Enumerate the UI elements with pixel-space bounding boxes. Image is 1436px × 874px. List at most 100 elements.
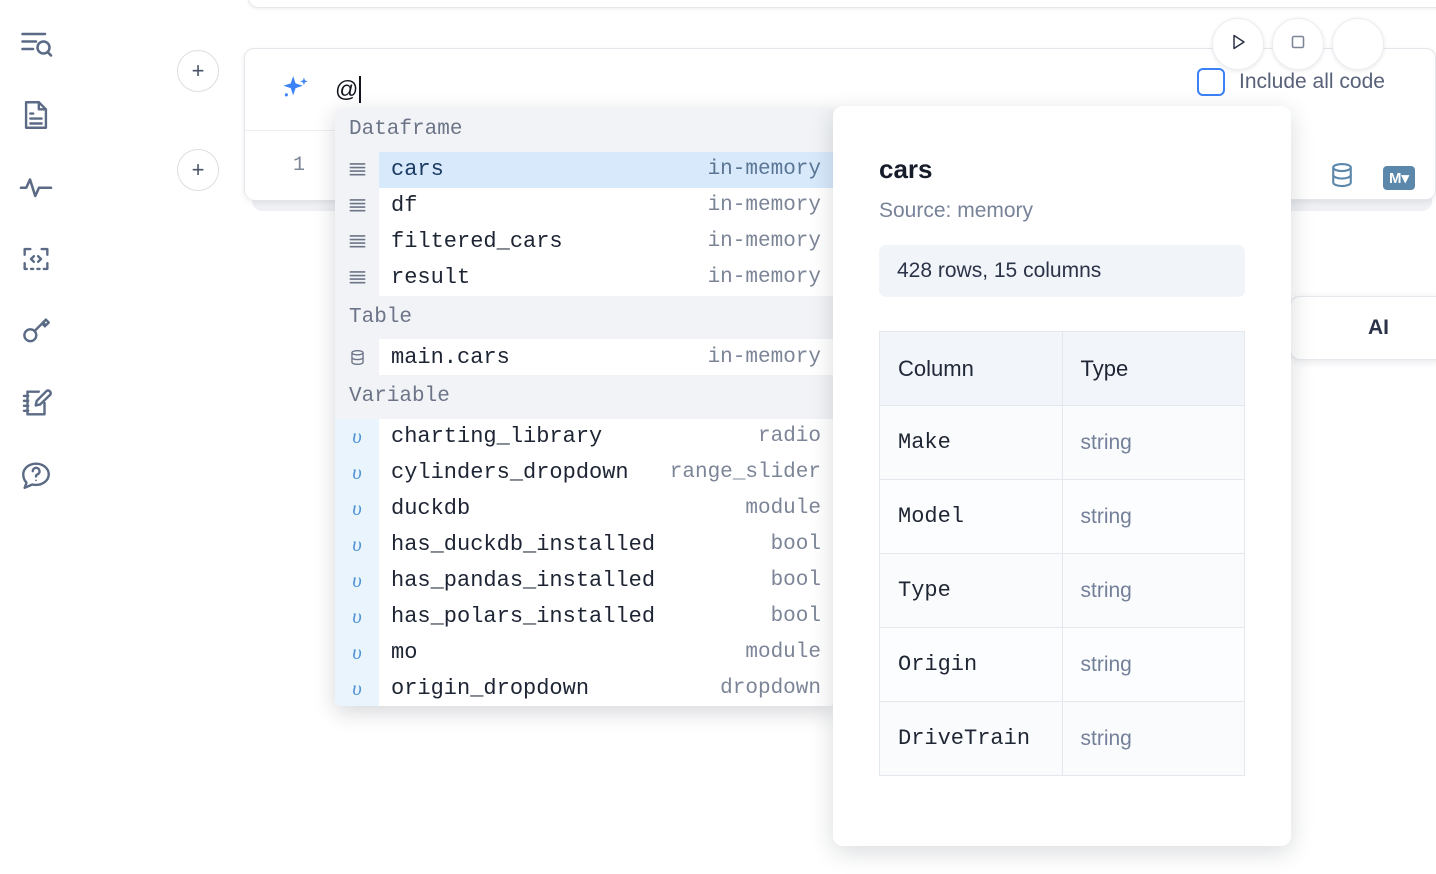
preview-column-type: string [1061, 701, 1245, 776]
autocomplete-item-type: module [745, 497, 821, 520]
autocomplete-item-name: main.cars [391, 344, 510, 370]
markdown-down-icon[interactable]: M▾ [1383, 165, 1416, 190]
autocomplete-item-origin-dropdown[interactable]: υ origin_dropdown dropdown [335, 670, 835, 706]
dataframe-icon [335, 151, 379, 188]
autocomplete-item-name: has_polars_installed [391, 604, 656, 629]
preview-title: cars [879, 154, 933, 184]
sidebar-rail [0, 0, 72, 874]
autocomplete-group-header: Table [335, 295, 835, 339]
ai-chip-label: AI [1368, 316, 1389, 339]
autocomplete-item-type: radio [757, 425, 821, 448]
line-number: 1 [292, 154, 305, 177]
table-database-icon [335, 339, 379, 375]
text-caret [359, 76, 362, 103]
autocomplete-item-name: mo [391, 640, 418, 665]
ai-sparkle-icon [279, 73, 313, 107]
autocomplete-item-name: df [391, 193, 418, 218]
sidebar-item-scratchpad[interactable] [13, 378, 59, 428]
sidebar-item-file-explorer-search[interactable] [13, 18, 59, 68]
autocomplete-item-type: bool [770, 569, 821, 592]
preview-column-header: Column [879, 331, 1063, 406]
variable-icon: υ [335, 490, 379, 527]
dataframe-icon [335, 259, 379, 296]
variable-icon: υ [335, 454, 379, 491]
autocomplete-item-cylinders-dropdown[interactable]: υ cylinders_dropdown range_slider [335, 454, 835, 491]
autocomplete-item-name: result [391, 265, 471, 290]
include-all-code-checkbox[interactable] [1197, 68, 1225, 96]
preview-shape-badge: 428 rows, 15 columns [879, 245, 1245, 297]
chat-question-icon [19, 458, 53, 492]
ai-prompt-value: @ [335, 76, 359, 102]
lines-search-icon [18, 25, 54, 61]
database-icon[interactable] [1327, 160, 1357, 195]
autocomplete-item-type: bool [770, 533, 821, 556]
notebook-pencil-icon [19, 386, 53, 420]
autocomplete-item-type: in-memory [707, 230, 821, 253]
preview-column-name: Make [879, 405, 1063, 480]
autocomplete-item-name: duckdb [391, 496, 471, 521]
previous-cell-edge [248, 0, 1436, 8]
autocomplete-item-name: origin_dropdown [391, 676, 590, 701]
add-cell-above-button[interactable]: + [177, 50, 219, 92]
variable-icon: υ [335, 418, 379, 455]
stop-cell-button[interactable] [1272, 18, 1324, 70]
dataframe-preview-panel: cars Source: memory 428 rows, 15 columns… [833, 106, 1291, 846]
play-icon [1226, 30, 1250, 59]
preview-column-type: string [1061, 627, 1245, 702]
dataframe-icon [335, 187, 379, 224]
variable-icon: υ [335, 670, 379, 706]
variable-icon: υ [335, 634, 379, 671]
add-cell-label: + [191, 157, 205, 182]
preview-column-header: Type [1061, 331, 1245, 406]
ai-prompt-input[interactable]: @ [335, 76, 362, 103]
autocomplete-item-type: dropdown [720, 677, 821, 700]
cell-output-icons: M▾ [1327, 160, 1416, 195]
sidebar-item-activity[interactable] [13, 162, 59, 212]
preview-column-name: Type [879, 553, 1063, 628]
sidebar-item-help[interactable] [13, 450, 59, 500]
include-all-code-row[interactable]: Include all code [1197, 68, 1385, 96]
cell-run-controls [1212, 18, 1384, 70]
autocomplete-item-filtered-cars[interactable]: filtered_cars in-memory [335, 223, 835, 260]
square-icon [1287, 31, 1309, 58]
autocomplete-group-header: Dataframe [335, 108, 835, 152]
sidebar-item-secrets[interactable] [13, 306, 59, 356]
autocomplete-item-type: in-memory [707, 158, 821, 181]
preview-column-type: string [1061, 405, 1245, 480]
dataframe-icon [335, 223, 379, 260]
autocomplete-item-name: cylinders_dropdown [391, 460, 629, 485]
ai-action-chip[interactable]: AI [1290, 296, 1436, 360]
autocomplete-item-name: filtered_cars [391, 229, 563, 254]
autocomplete-item-type: range_slider [669, 461, 821, 484]
sidebar-item-snippets[interactable] [13, 234, 59, 284]
sidebar-item-documentation[interactable] [13, 90, 59, 140]
code-brackets-icon [19, 242, 53, 276]
document-icon [19, 98, 53, 132]
preview-column-name: DriveTrain [879, 701, 1063, 776]
run-cell-button[interactable] [1212, 18, 1264, 70]
preview-column-type: string [1061, 553, 1245, 628]
autocomplete-group-header: Variable [335, 375, 835, 419]
add-cell-below-button[interactable]: + [177, 149, 219, 191]
preview-source: Source: memory [879, 199, 1034, 222]
activity-pulse-icon [18, 169, 54, 205]
include-all-code-label: Include all code [1239, 70, 1385, 93]
more-actions-button[interactable] [1332, 18, 1384, 70]
